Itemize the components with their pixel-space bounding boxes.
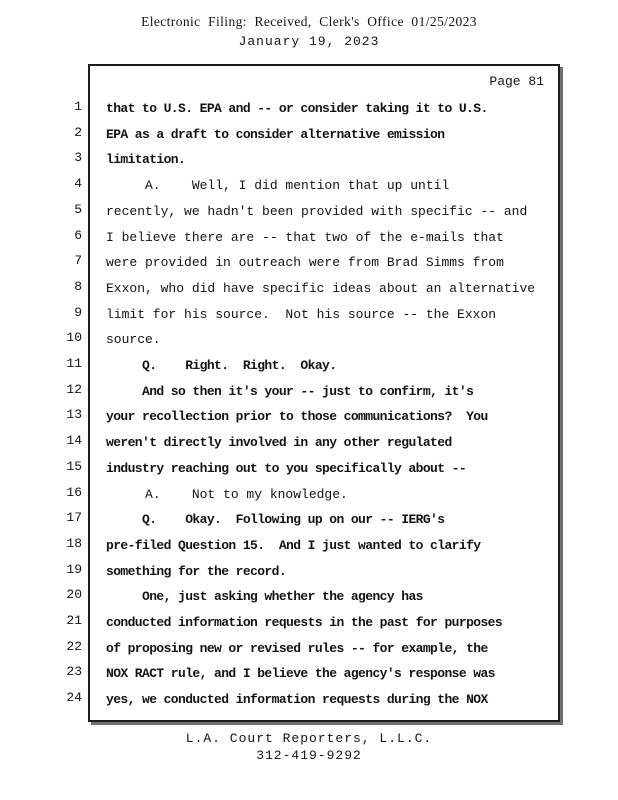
line-number: 3	[74, 150, 82, 166]
line-number: 12	[66, 381, 82, 397]
line-number: 11	[66, 356, 82, 372]
line-number: 16	[66, 484, 82, 500]
transcript-line: Q. Right. Right. Okay.	[106, 358, 337, 374]
line-number: 7	[74, 253, 82, 269]
transcript-line: yes, we conducted information requests d…	[106, 692, 488, 708]
court-reporter-phone: 312-419-9292	[256, 748, 362, 763]
page-footer: L.A. Court Reporters, L.L.C. 312-419-929…	[0, 731, 618, 763]
transcript-line: recently, we hadn't been provided with s…	[106, 203, 528, 219]
line-number: 8	[74, 278, 82, 294]
line-number: 6	[74, 227, 82, 243]
line-number: 15	[66, 458, 82, 474]
transcript-line: NOX RACT rule, and I believe the agency'…	[106, 666, 495, 682]
transcript-line: were provided in outreach were from Brad…	[106, 255, 504, 271]
transcript-line: that to U.S. EPA and -- or consider taki…	[106, 101, 488, 116]
line-number: 22	[66, 638, 82, 654]
transcript-line: A. Not to my knowledge.	[106, 486, 348, 502]
line-number: 10	[66, 330, 82, 346]
line-number: 18	[66, 535, 82, 551]
line-number: 20	[66, 587, 82, 603]
line-number: 19	[66, 561, 82, 577]
line-number: 24	[66, 690, 82, 706]
transcript-line: something for the record.	[106, 563, 287, 579]
line-number: 21	[66, 613, 82, 629]
page-header: Electronic Filing: Received, Clerk's Off…	[0, 14, 618, 49]
transcript-line: I believe there are -- that two of the e…	[106, 229, 504, 245]
line-number: 13	[66, 407, 82, 423]
line-number: 14	[66, 433, 82, 449]
court-reporter-name: L.A. Court Reporters, L.L.C.	[185, 731, 433, 746]
transcript-line: of proposing new or revised rules -- for…	[106, 640, 488, 656]
transcript-line: pre-filed Question 15. And I just wanted…	[106, 537, 481, 553]
transcript-line: One, just asking whether the agency has	[106, 589, 423, 605]
page-number-label: Page 81	[489, 74, 544, 89]
line-number: 23	[66, 664, 82, 680]
transcript-line: A. Well, I did mention that up until	[106, 178, 450, 194]
transcript-line: weren't directly involved in any other r…	[106, 435, 452, 451]
transcript-lines: that to U.S. EPA and -- or consider taki…	[106, 96, 552, 713]
transcript-line: source.	[106, 332, 161, 348]
transcript-line: limitation.	[106, 152, 186, 168]
transcript-line: your recollection prior to those communi…	[106, 409, 488, 425]
transcript-page: Page 81 that to U.S. EPA and -- or consi…	[88, 64, 560, 722]
transcript-line: And so then it's your -- just to confirm…	[106, 383, 474, 399]
electronic-filing-stamp: Electronic Filing: Received, Clerk's Off…	[141, 14, 477, 29]
line-number: 5	[74, 201, 82, 217]
transcript-line: conducted information requests in the pa…	[106, 615, 503, 631]
transcript-line: industry reaching out to you specificall…	[106, 460, 467, 476]
line-number: 17	[66, 510, 82, 526]
line-number: 4	[74, 176, 82, 192]
transcript-line: limit for his source. Not his source -- …	[106, 306, 497, 322]
transcript-line: EPA as a draft to consider alternative e…	[106, 126, 445, 142]
deposition-date: January 19, 2023	[238, 34, 380, 49]
line-number: 1	[74, 99, 82, 114]
transcript-line: Exxon, who did have specific ideas about…	[106, 280, 536, 296]
transcript-line: Q. Okay. Following up on our -- IERG's	[106, 512, 445, 528]
line-number: 9	[74, 304, 82, 320]
line-number: 2	[74, 124, 82, 140]
